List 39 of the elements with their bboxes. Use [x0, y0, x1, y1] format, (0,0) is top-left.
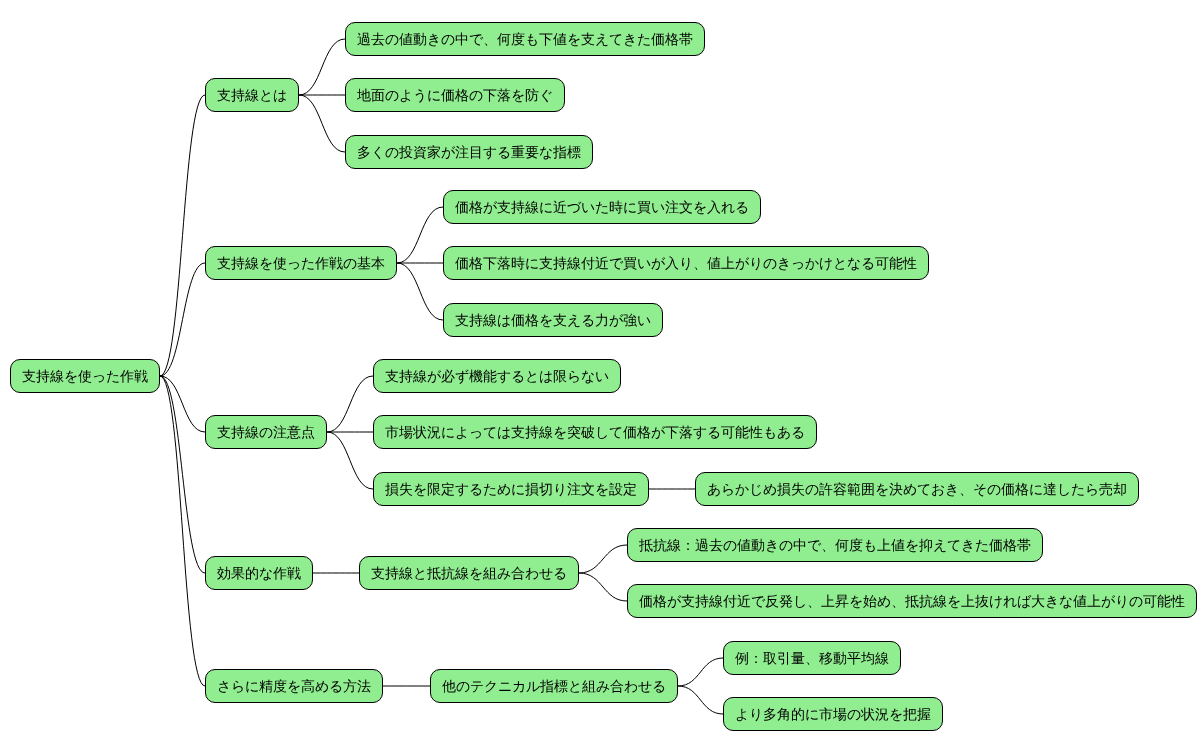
- topic-box: 価格が支持線に近づいた時に買い注文を入れる: [443, 190, 761, 224]
- connector-line: [312, 572, 360, 574]
- connector-line: [648, 488, 696, 490]
- connector-line: [159, 94, 206, 377]
- connector-line: [396, 262, 444, 264]
- topic-box: 他のテクニカル指標と組み合わせる: [430, 669, 678, 703]
- topic-box: 支持線と抵抗線を組み合わせる: [359, 556, 579, 590]
- connector-line: [326, 431, 374, 433]
- connector-line: [159, 375, 206, 574]
- topic-box: 損失を限定するために損切り注文を設定: [373, 472, 649, 506]
- topic-box: 価格が支持線付近で反発し、上昇を始め、抵抗線を上抜ければ大きな値上がりの可能性: [627, 584, 1197, 618]
- topic-box: 支持線を使った作戦: [10, 359, 160, 393]
- topic-box: 効果的な作戦: [205, 556, 313, 590]
- topic-box: 支持線を使った作戦の基本: [205, 246, 397, 280]
- topic-box: さらに精度を高める方法: [205, 669, 383, 703]
- connector-line: [396, 262, 444, 321]
- connector-line: [298, 94, 346, 96]
- connector-line: [382, 685, 431, 687]
- topic-box: 例：取引量、移動平均線: [723, 641, 901, 675]
- connector-line: [578, 572, 628, 602]
- topic-box: 支持線は価格を支える力が強い: [443, 303, 663, 337]
- topic-box: 抵抗線：過去の値動きの中で、何度も上値を抑えてきた価格帯: [627, 528, 1043, 562]
- topic-box: 多くの投資家が注目する重要な指標: [345, 135, 593, 169]
- connector-line: [677, 657, 724, 687]
- topic-box: あらかじめ損失の許容範囲を決めておき、その価格に達したら売却: [695, 472, 1139, 506]
- connector-line: [677, 685, 724, 715]
- topic-box: 過去の値動きの中で、何度も下値を支えてきた価格帯: [345, 22, 705, 56]
- connector-line: [159, 262, 206, 377]
- topic-box: 市場状況によっては支持線を突破して価格が下落する可能性もある: [373, 415, 817, 449]
- connector-line: [326, 431, 374, 490]
- connector-line: [578, 544, 628, 574]
- topic-box: 価格下落時に支持線付近で買いが入り、値上がりのきっかけとなる可能性: [443, 246, 929, 280]
- topic-box: 支持線が必ず機能するとは限らない: [373, 359, 621, 393]
- topic-box: 地面のように価格の下落を防ぐ: [345, 78, 565, 112]
- connector-line: [298, 94, 346, 153]
- connector-line: [159, 375, 206, 687]
- topic-box: 支持線の注意点: [205, 415, 327, 449]
- topic-box: より多角的に市場の状況を把握: [723, 697, 943, 731]
- topic-box: 支持線とは: [205, 78, 299, 112]
